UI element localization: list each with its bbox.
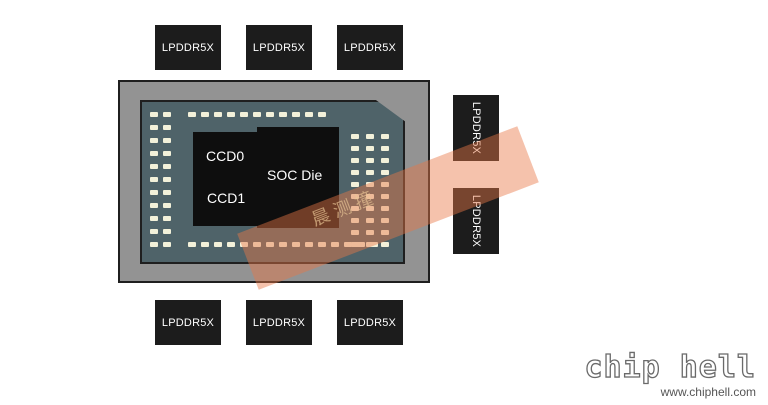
solder-bump: [163, 216, 171, 221]
solder-bump: [351, 170, 359, 175]
solder-bump: [201, 112, 209, 117]
chiphell-logo: chip hell www.chiphell.com: [584, 350, 756, 399]
solder-bump: [381, 218, 389, 223]
solder-bump: [214, 112, 222, 117]
solder-bump: [366, 218, 374, 223]
solder-bump: [150, 138, 158, 143]
solder-bump: [214, 242, 222, 247]
solder-bump: [150, 229, 158, 234]
solder-bump: [266, 112, 274, 117]
solder-bump: [381, 230, 389, 235]
lpddr5x-label: LPDDR5X: [161, 316, 215, 329]
solder-bump: [381, 158, 389, 163]
solder-bump: [351, 182, 359, 187]
solder-bump: [366, 182, 374, 187]
solder-bump: [351, 134, 359, 139]
solder-bump: [351, 218, 359, 223]
lpddr5x-label: LPDDR5X: [343, 316, 397, 329]
solder-bump: [163, 138, 171, 143]
ccd0-label: CCD0: [206, 148, 245, 164]
solder-bump: [351, 146, 359, 151]
solder-bump: [150, 112, 158, 117]
solder-bump: [381, 206, 389, 211]
solder-bump: [366, 170, 374, 175]
logo-mark: chip hell: [584, 350, 756, 385]
solder-bump: [253, 112, 261, 117]
solder-bump: [163, 203, 171, 208]
solder-bump: [150, 216, 158, 221]
solder-bump: [163, 242, 171, 247]
solder-bump: [366, 230, 374, 235]
lpddr5x-bottom-2: LPDDR5X: [246, 300, 312, 345]
soc-die: [257, 127, 339, 228]
solder-bump: [351, 194, 359, 199]
lpddr5x-label: LPDDR5X: [252, 41, 306, 54]
solder-bump: [163, 151, 171, 156]
solder-bump: [381, 182, 389, 187]
solder-bump: [370, 242, 378, 247]
solder-bump: [188, 112, 196, 117]
lpddr5x-side-1: LPDDR5X: [453, 95, 499, 161]
solder-bump: [357, 242, 365, 247]
solder-bump: [305, 112, 313, 117]
solder-bump: [344, 242, 352, 247]
solder-bump: [366, 194, 374, 199]
logo-url: www.chiphell.com: [660, 385, 756, 399]
lpddr5x-bottom-3: LPDDR5X: [337, 300, 403, 345]
solder-bump: [240, 112, 248, 117]
solder-bump: [381, 170, 389, 175]
solder-bump: [279, 112, 287, 117]
solder-bump: [163, 229, 171, 234]
solder-bump: [150, 190, 158, 195]
lpddr5x-top-2: LPDDR5X: [246, 25, 312, 70]
solder-bump: [163, 112, 171, 117]
solder-bump: [227, 112, 235, 117]
solder-bump: [150, 164, 158, 169]
solder-bump: [188, 242, 196, 247]
solder-bump: [150, 177, 158, 182]
solder-bump: [351, 230, 359, 235]
solder-bump: [305, 242, 313, 247]
lpddr5x-bottom-1: LPDDR5X: [155, 300, 221, 345]
solder-bump: [351, 206, 359, 211]
solder-bump: [150, 242, 158, 247]
solder-bump: [163, 190, 171, 195]
solder-bump: [279, 242, 287, 247]
lpddr5x-side-2: LPDDR5X: [453, 188, 499, 254]
ccd1-label: CCD1: [207, 190, 246, 206]
solder-bump: [150, 203, 158, 208]
solder-bump: [351, 158, 359, 163]
soc-die-label: SOC Die: [267, 167, 323, 183]
solder-bump: [318, 112, 326, 117]
solder-bump: [331, 242, 339, 247]
lpddr5x-label: LPDDR5X: [161, 41, 215, 54]
solder-bump: [253, 242, 261, 247]
solder-bump: [163, 164, 171, 169]
solder-bump: [292, 112, 300, 117]
solder-bump: [318, 242, 326, 247]
solder-bump: [366, 158, 374, 163]
lpddr5x-label: LPDDR5X: [252, 316, 306, 329]
solder-bump: [163, 177, 171, 182]
solder-bump: [227, 242, 235, 247]
solder-bump: [292, 242, 300, 247]
solder-bump: [366, 134, 374, 139]
solder-bump: [150, 125, 158, 130]
solder-bump: [381, 146, 389, 151]
lpddr5x-top-3: LPDDR5X: [337, 25, 403, 70]
solder-bump: [201, 242, 209, 247]
solder-bump: [366, 206, 374, 211]
solder-bump: [266, 242, 274, 247]
solder-bump: [381, 194, 389, 199]
solder-bump: [240, 242, 248, 247]
lpddr5x-top-1: LPDDR5X: [155, 25, 221, 70]
solder-bump: [381, 134, 389, 139]
solder-bump: [351, 242, 359, 247]
solder-bump: [163, 125, 171, 130]
solder-bump: [150, 151, 158, 156]
lpddr5x-label: LPDDR5X: [343, 41, 397, 54]
solder-bump: [366, 242, 374, 247]
solder-bump: [366, 146, 374, 151]
solder-bump: [381, 242, 389, 247]
